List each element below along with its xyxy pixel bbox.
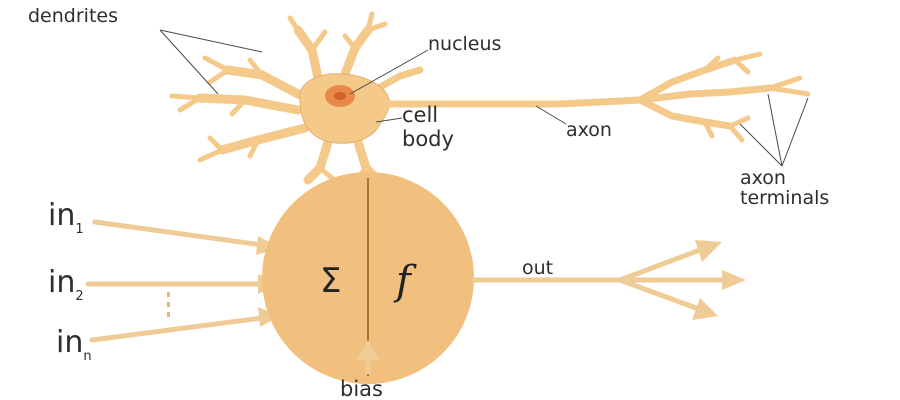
bias-label: bias <box>340 377 383 400</box>
input-label-2: in2 <box>48 265 84 304</box>
artificial-neuron: in1 in2 inn Σ f out bias <box>48 172 746 400</box>
axon-terminals-label-line1: axon <box>740 167 786 189</box>
cell-body-label-line2: body <box>402 127 454 151</box>
output-label: out <box>522 257 553 279</box>
axon-terminals-label-line2: terminals <box>740 187 829 209</box>
output-branch-down <box>620 280 696 308</box>
output-arrows <box>474 240 746 320</box>
dendrites-label: dendrites <box>28 5 118 27</box>
output-arrowhead-mid <box>722 270 746 290</box>
output-branch-up <box>620 250 700 280</box>
output-arrowhead-up <box>695 240 722 262</box>
input-arrow-1 <box>95 222 262 245</box>
axon-terminals <box>640 54 808 140</box>
sum-symbol: Σ <box>320 261 341 301</box>
input-arrow-n <box>92 318 262 340</box>
input-label-n: inn <box>56 325 92 364</box>
input-ellipsis <box>167 292 170 317</box>
nucleus-label: nucleus <box>428 33 501 55</box>
nucleus-core <box>334 92 346 100</box>
input-arrows <box>88 222 280 340</box>
biological-neuron: dendrites nucleus cell body axon axon te… <box>28 5 829 209</box>
axon-label: axon <box>566 119 612 141</box>
input-label-1: in1 <box>48 198 84 237</box>
cell-body <box>300 74 390 143</box>
cell-body-label-line1: cell <box>402 103 438 127</box>
